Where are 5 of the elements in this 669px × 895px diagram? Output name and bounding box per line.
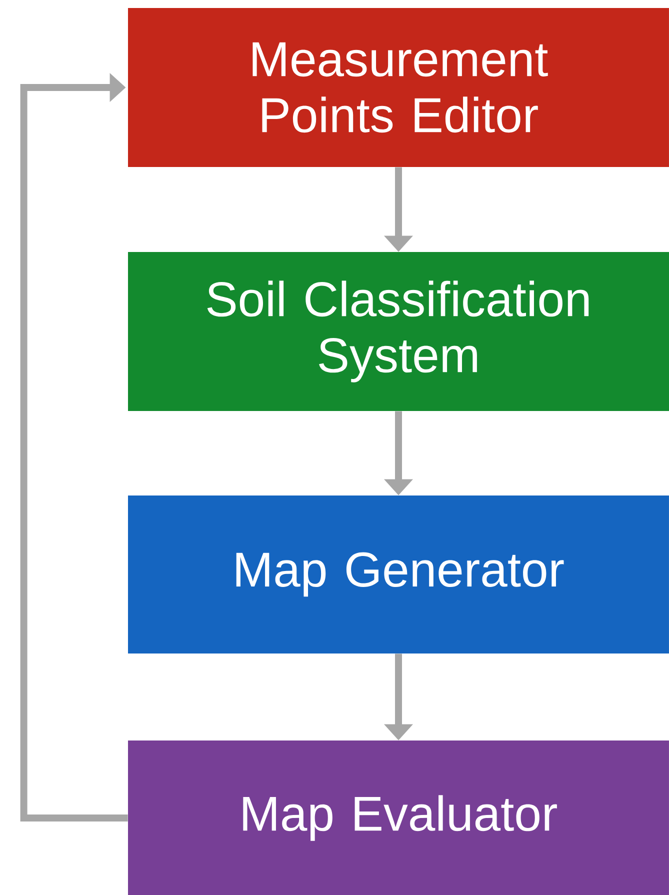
- process-box: Map Evaluator: [128, 740, 669, 895]
- process-box: Measurement Points Editor: [128, 8, 669, 167]
- process-box: Soil Classification System: [128, 252, 669, 411]
- process-box: Map Generator: [128, 496, 669, 654]
- arrow: [20, 72, 128, 822]
